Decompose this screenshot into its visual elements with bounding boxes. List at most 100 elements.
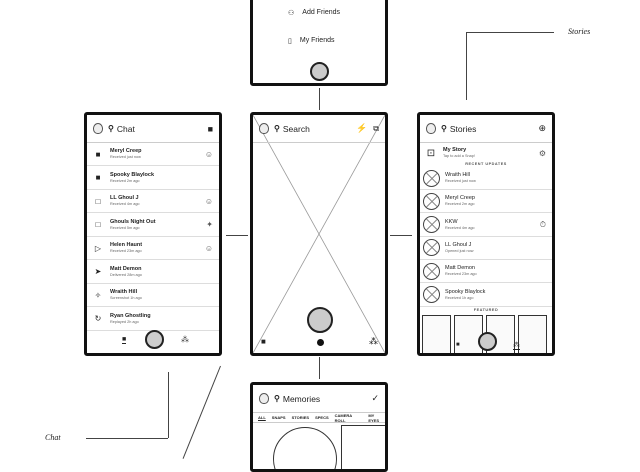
memories-tab[interactable]: STORIES bbox=[291, 415, 310, 420]
add-friends-item[interactable]: ⚇Add Friends bbox=[288, 9, 341, 17]
chat-icon[interactable]: ■ bbox=[261, 337, 266, 346]
memories-icon[interactable]: ⧉ bbox=[373, 123, 379, 133]
message-status-icon: □ bbox=[95, 196, 101, 206]
settings-icon[interactable]: ⚙ bbox=[538, 148, 546, 158]
avatar[interactable] bbox=[259, 393, 269, 404]
message-status: Screenshot 1h ago bbox=[110, 296, 142, 300]
story-status: Received 1h ago bbox=[445, 295, 474, 300]
contact-name: Meryl Creep bbox=[110, 148, 142, 154]
message-status: Received 4m ago bbox=[110, 202, 140, 206]
connector-bottom bbox=[319, 357, 320, 379]
friend-emoji-icon: ✦ bbox=[206, 220, 213, 229]
message-status: Replayed 2h ago bbox=[110, 319, 139, 324]
featured-label: FEATURED bbox=[473, 308, 499, 312]
capture-button[interactable] bbox=[307, 307, 333, 333]
memory-card[interactable] bbox=[341, 425, 385, 469]
camera-header: ⚲Search⚡⧉ bbox=[253, 115, 385, 143]
message-status-icon: ■ bbox=[95, 149, 101, 159]
search-icon[interactable]: ⚲ bbox=[108, 124, 114, 133]
chat-icon[interactable]: ■ bbox=[122, 336, 127, 344]
memory-circle[interactable] bbox=[273, 427, 337, 469]
story-status: Received 2m ago bbox=[445, 202, 475, 207]
connector-left bbox=[226, 235, 248, 236]
connector-right bbox=[390, 235, 412, 236]
select-check-icon[interactable]: ✓ bbox=[371, 393, 379, 403]
search-icon[interactable]: ⚲ bbox=[274, 394, 280, 403]
memories-tab[interactable]: CAMERA ROLL bbox=[334, 412, 353, 423]
avatar[interactable] bbox=[93, 123, 103, 134]
story-thumbnail bbox=[423, 262, 440, 280]
contact-name: Ryan Ghostling bbox=[110, 312, 151, 319]
memories-tab[interactable]: MY EYES bbox=[368, 412, 379, 423]
featured-card[interactable] bbox=[422, 315, 451, 353]
story-status: Received 4m ago bbox=[445, 225, 475, 230]
add-friend-icon: ⚇ bbox=[288, 10, 295, 17]
discover-icon[interactable]: ⁂ bbox=[181, 335, 189, 344]
story-thumbnail bbox=[423, 286, 440, 303]
story-thumbnail bbox=[423, 169, 440, 187]
discover-icon[interactable]: ⁂ bbox=[369, 336, 378, 346]
avatar[interactable] bbox=[426, 123, 436, 134]
flip-camera-icon[interactable]: ⚡ bbox=[356, 123, 368, 133]
my-friends-item[interactable]: ▯My Friends bbox=[288, 37, 335, 45]
story-status: Received just now bbox=[445, 179, 476, 183]
message-status: Delivered 28m ago bbox=[110, 272, 142, 277]
recent-updates-label: RECENT UPDATES bbox=[465, 162, 507, 166]
story-name: Wraith Hill bbox=[445, 172, 470, 178]
message-status-icon: ↻ bbox=[94, 314, 102, 323]
chat-icon[interactable]: ■ bbox=[456, 342, 460, 348]
avatar[interactable] bbox=[259, 123, 269, 134]
contact-name: Wraith Hill bbox=[110, 289, 138, 295]
discover-globe-icon[interactable]: ⊕ bbox=[538, 123, 546, 133]
stories-header: ⚲Stories⊕ bbox=[420, 115, 552, 143]
story-thumbnail bbox=[423, 192, 440, 210]
shutter-button[interactable] bbox=[310, 62, 329, 81]
story-name: LL Ghoul J bbox=[445, 241, 472, 248]
featured-card[interactable] bbox=[454, 315, 483, 353]
memories-tab[interactable]: SPECS bbox=[315, 415, 329, 420]
search-icon[interactable]: ⚲ bbox=[274, 124, 280, 133]
message-status-icon: ➤ bbox=[94, 267, 102, 276]
search-icon[interactable]: ⚲ bbox=[441, 124, 447, 133]
chat-nav: ■ ⁂ bbox=[87, 329, 219, 353]
memories-dot-icon[interactable] bbox=[317, 339, 324, 346]
featured-card[interactable] bbox=[518, 315, 547, 353]
new-chat-icon[interactable]: ■ bbox=[207, 123, 213, 134]
friends-screen: ⚇Add Friends ▯My Friends bbox=[250, 0, 388, 86]
message-status-icon: ✧ bbox=[94, 290, 102, 300]
label-stories: Stories bbox=[568, 27, 591, 36]
message-status: Received 2m ago bbox=[110, 178, 140, 183]
contact-name: Helen Haunt bbox=[110, 242, 143, 248]
memories-tabs: ALL SNAPS STORIES SPECS CAMERA ROLL MY EYES bbox=[253, 413, 385, 423]
friend-emoji-icon: ☺ bbox=[204, 243, 213, 253]
story-name: Matt Demon bbox=[445, 265, 475, 272]
message-status-icon: □ bbox=[95, 220, 101, 229]
story-name: Spooky Blaylock bbox=[445, 288, 486, 295]
memories-tab[interactable]: ALL bbox=[258, 415, 266, 420]
message-status: Received just now bbox=[110, 155, 141, 159]
camera-screen: ⚲Search⚡⧉ ■ ⁂ bbox=[250, 112, 388, 356]
shutter-button[interactable] bbox=[478, 332, 497, 351]
discover-icon[interactable]: ⁂ bbox=[513, 342, 520, 350]
message-status-icon: ▷ bbox=[94, 243, 102, 253]
memories-tab[interactable]: SNAPS bbox=[271, 415, 286, 420]
contact-name: LL Ghoul J bbox=[110, 195, 139, 201]
story-name: Meryl Creep bbox=[445, 195, 475, 202]
shutter-button[interactable] bbox=[145, 330, 164, 349]
